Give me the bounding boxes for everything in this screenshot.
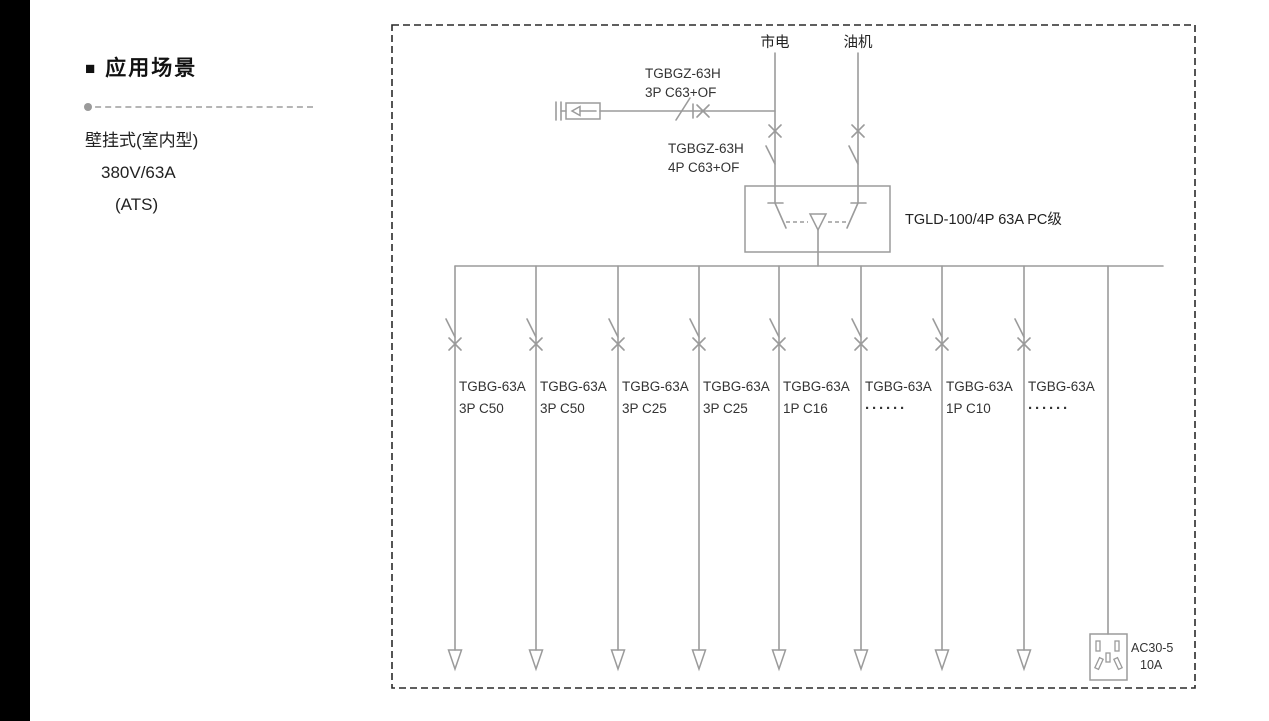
spd-arrow-icon <box>570 105 581 117</box>
feeder-spec: ······ <box>1028 400 1070 417</box>
feeder-3: TGBG-63A 3P C25 <box>608 265 689 672</box>
spec-mounting: 壁挂式(室内型) <box>85 131 199 150</box>
branch-breaker-icon <box>675 97 710 121</box>
feeder-4: TGBG-63A 3P C25 <box>689 265 770 672</box>
feeder-model: TGBG-63A <box>540 379 607 394</box>
spd-branch: TGBGZ-63H 3P C63+OF <box>555 66 776 121</box>
main-breaker-model: TGBGZ-63H <box>668 141 744 156</box>
branch-breaker-model: TGBGZ-63H <box>645 66 721 81</box>
section-bullet-icon: ■ <box>85 59 98 78</box>
generator-breaker-icon <box>848 124 865 165</box>
feeder-5: TGBG-63A 1P C16 <box>769 265 850 672</box>
feeder-model: TGBG-63A <box>622 379 689 394</box>
dashed-separator <box>84 103 313 111</box>
feeder-spec: 1P C16 <box>783 401 828 416</box>
feeder-8: TGBG-63A ······ <box>1014 265 1095 672</box>
load-arrow-icon <box>447 649 463 672</box>
section-title: 应用场景 <box>105 57 198 80</box>
feeder-model: TGBG-63A <box>946 379 1013 394</box>
feeder-model: TGBG-63A <box>783 379 850 394</box>
separator-dot <box>84 103 92 111</box>
socket-icon <box>1089 633 1128 681</box>
main-breaker-icon <box>765 124 782 165</box>
socket-model: AC30-5 <box>1131 641 1173 655</box>
application-scenario-panel: ■ 应用场景 壁挂式(室内型) 380V/63A (ATS) <box>84 52 335 215</box>
load-arrow-icon <box>934 649 950 672</box>
ats-mechanism-icon <box>808 213 828 232</box>
branch-breaker-spec: 3P C63+OF <box>645 85 716 100</box>
section-heading: ■ 应用场景 <box>85 52 335 82</box>
socket-rating: 10A <box>1140 658 1163 672</box>
load-arrow-icon <box>610 649 626 672</box>
feeder-6: TGBG-63A ······ <box>851 265 932 672</box>
feeder-2: TGBG-63A 3P C50 <box>526 265 607 672</box>
feeder-spec: 3P C25 <box>703 401 748 416</box>
feeder-7: TGBG-63A 1P C10 <box>932 265 1013 672</box>
load-arrow-icon <box>853 649 869 672</box>
feeder-spec: 3P C25 <box>622 401 667 416</box>
feeder-model: TGBG-63A <box>865 379 932 394</box>
feeder-spec: 1P C10 <box>946 401 991 416</box>
ats-switch <box>744 185 891 267</box>
socket-feeder: AC30-5 10A <box>1089 265 1173 681</box>
ats-label: TGLD-100/4P 63A PC级 <box>905 211 1062 228</box>
load-arrow-icon <box>1016 649 1032 672</box>
feeder-model: TGBG-63A <box>459 379 526 394</box>
spec-rating: 380V/63A <box>101 163 176 182</box>
feeder-model: TGBG-63A <box>703 379 770 394</box>
feeder-spec: 3P C50 <box>459 401 504 416</box>
feeder-spec: 3P C50 <box>540 401 585 416</box>
feeder-spec: ······ <box>865 400 907 417</box>
generator-source-label: 油机 <box>844 34 873 51</box>
feeder-1: TGBG-63A 3P C50 <box>445 265 526 672</box>
main-breaker-spec: 4P C63+OF <box>668 160 739 175</box>
load-arrow-icon <box>691 649 707 672</box>
feeder-model: TGBG-63A <box>1028 379 1095 394</box>
mains-source-label: 市电 <box>761 34 790 51</box>
load-arrow-icon <box>528 649 544 672</box>
diagram-border <box>391 24 1196 689</box>
spec-ats: (ATS) <box>115 195 159 214</box>
load-arrow-icon <box>771 649 787 672</box>
left-black-bar <box>0 0 30 721</box>
